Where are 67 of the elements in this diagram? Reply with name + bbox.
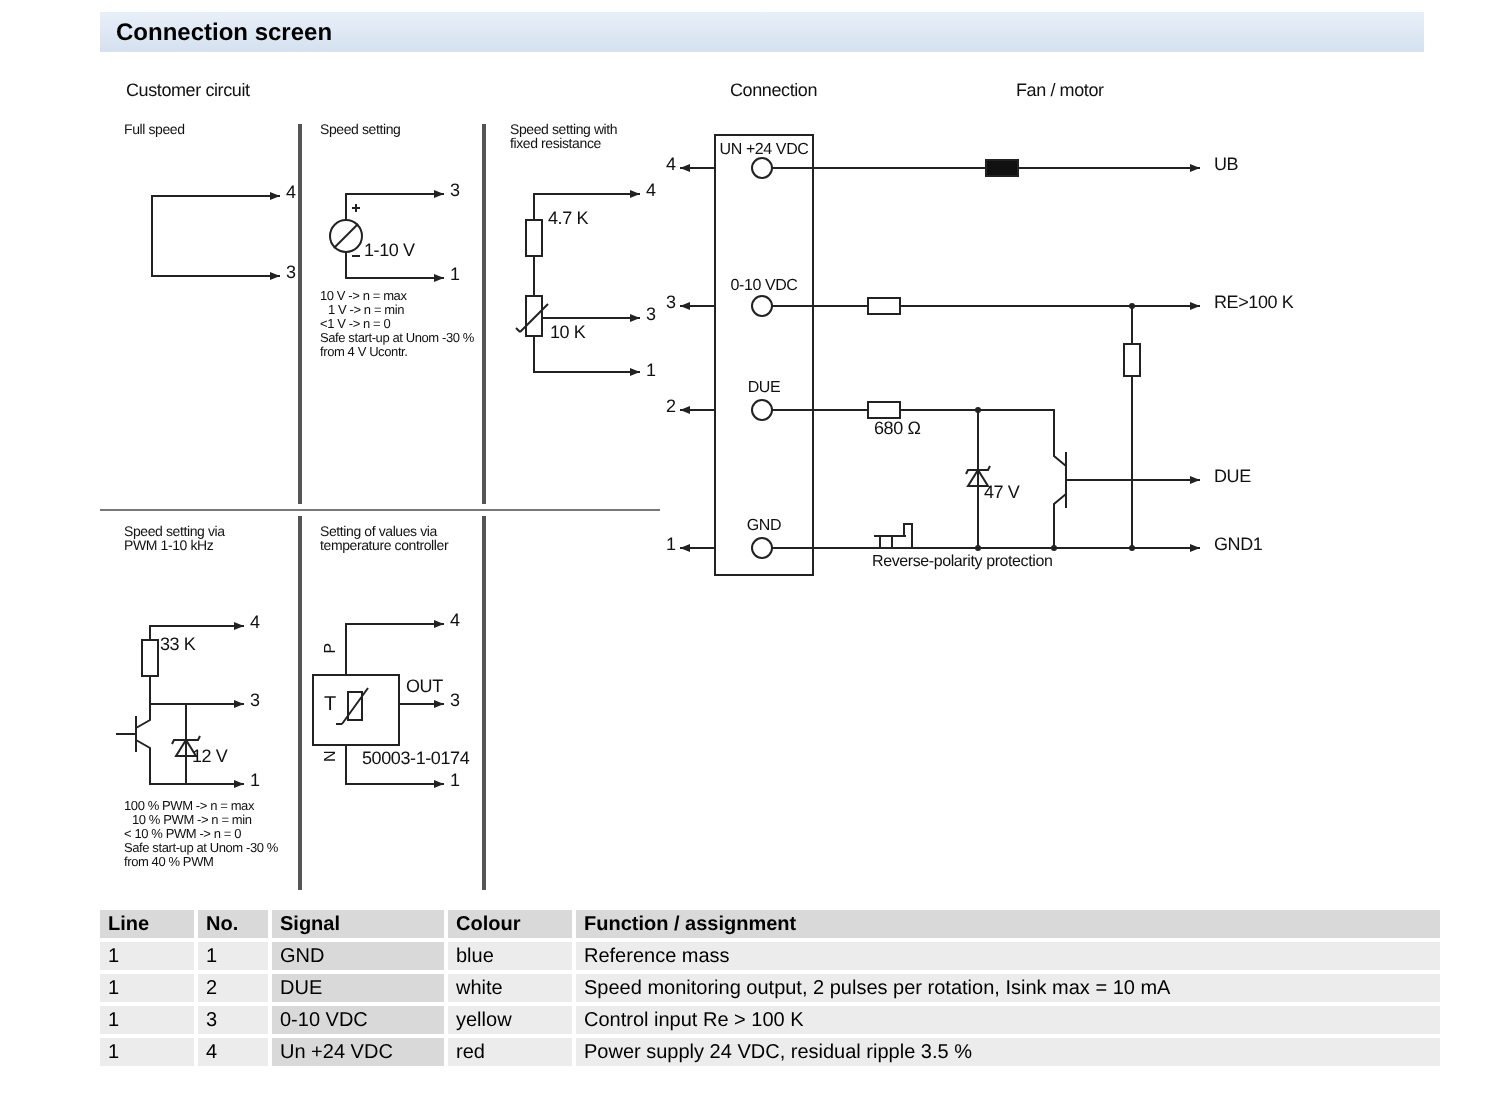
component-value: 33 K — [160, 636, 196, 655]
pin-number: 3 — [450, 692, 460, 711]
part-number: 50003-1-0174 — [362, 750, 470, 769]
pin-number: 1 — [250, 772, 260, 791]
section-heading: Fan / motor — [1016, 82, 1104, 101]
terminal-label: UN +24 VDC — [717, 142, 811, 159]
signal-name: UB — [1214, 156, 1239, 175]
table-cell: 1 — [100, 1006, 194, 1034]
table-cell: DUE — [272, 974, 444, 1002]
pin-number: 1 — [450, 772, 460, 791]
table-cell: 4 — [198, 1038, 268, 1066]
pin-number: 4 — [286, 184, 296, 203]
pin-label: P — [322, 643, 340, 654]
table-cell: yellow — [448, 1006, 572, 1034]
terminal-label: 0-10 VDC — [728, 278, 800, 295]
table-cell: 0-10 VDC — [272, 1006, 444, 1034]
table-cell: Control input Re > 100 K — [576, 1006, 1440, 1034]
pin-number: 1 — [666, 536, 676, 555]
column-header: Signal — [272, 910, 444, 938]
section-heading: Customer circuit — [126, 82, 250, 101]
column-header: Function / assignment — [576, 910, 1440, 938]
signal-name: DUE — [1214, 468, 1251, 487]
pin-number: 3 — [450, 182, 460, 201]
table-cell: 3 — [198, 1006, 268, 1034]
table-cell: 1 — [100, 942, 194, 970]
section-heading: Connection — [730, 82, 818, 101]
table-cell: 1 — [100, 1038, 194, 1066]
table-cell: Reference mass — [576, 942, 1440, 970]
component-value: 1-10 V — [364, 242, 415, 261]
column-header: Colour — [448, 910, 572, 938]
table-cell: Speed monitoring output, 2 pulses per rotation, Isink max = 10 mA — [576, 974, 1440, 1002]
signal-name: RE>100 K — [1214, 294, 1294, 313]
pin-number: 4 — [450, 612, 460, 631]
column-header: Line — [100, 910, 194, 938]
pin-number: 2 — [666, 398, 676, 417]
table-cell: white — [448, 974, 572, 1002]
terminal-label: GND — [744, 518, 784, 535]
page-heading: Connection screen — [100, 12, 1424, 52]
pin-number: 4 — [250, 614, 260, 633]
pin-number: 3 — [646, 306, 656, 325]
table-cell: Un +24 VDC — [272, 1038, 444, 1066]
pin-number: 1 — [450, 266, 460, 285]
pin-number: 3 — [286, 264, 296, 283]
column-header: No. — [198, 910, 268, 938]
component-value: 680 Ω — [874, 420, 921, 439]
pin-number: 4 — [646, 182, 656, 201]
signal-name: GND1 — [1214, 536, 1263, 555]
component-value: 4.7 K — [548, 210, 589, 229]
annotation-text: Reverse-polarity protection — [872, 554, 1053, 571]
component-value: 47 V — [984, 484, 1020, 503]
table-cell: 1 — [198, 942, 268, 970]
pin-number: 3 — [666, 294, 676, 313]
sensor-label: T — [324, 696, 336, 717]
pin-label: OUT — [406, 678, 443, 697]
table-cell: GND — [272, 942, 444, 970]
table-cell: blue — [448, 942, 572, 970]
table-cell: 1 — [100, 974, 194, 1002]
pin-label: N — [323, 750, 340, 762]
pin-number: 4 — [666, 156, 676, 175]
table-cell: red — [448, 1038, 572, 1066]
pin-number: 3 — [250, 692, 260, 711]
terminal-label: DUE — [745, 380, 783, 397]
table-cell: Power supply 24 VDC, residual ripple 3.5 % — [576, 1038, 1440, 1066]
pin-number: 1 — [646, 362, 656, 381]
component-value: 12 V — [192, 748, 228, 767]
table-cell: 2 — [198, 974, 268, 1002]
component-value: 10 K — [550, 324, 586, 343]
